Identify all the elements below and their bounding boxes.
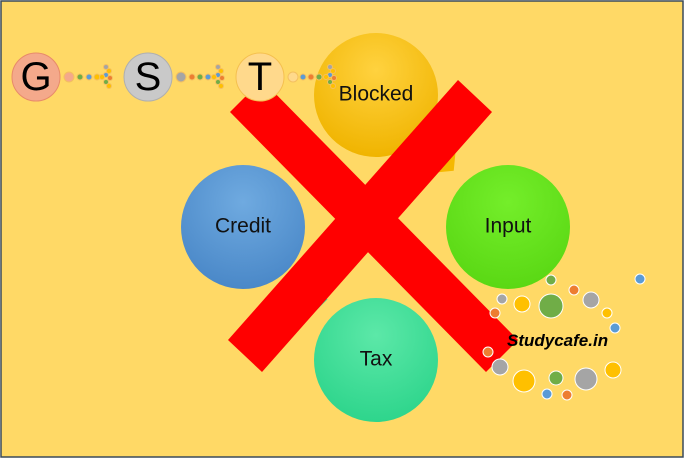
title-letter-g: G bbox=[11, 52, 61, 102]
bubble-dot bbox=[76, 73, 84, 81]
bubble-dot bbox=[211, 74, 217, 80]
title-letter-t: T bbox=[235, 52, 285, 102]
bubble-dot bbox=[315, 73, 323, 81]
bubble-dot bbox=[175, 71, 187, 83]
bubble-dot bbox=[107, 75, 113, 81]
node-credit: Credit bbox=[181, 165, 305, 289]
decorative-bubbles bbox=[482, 273, 646, 401]
bubble-dot bbox=[568, 284, 580, 296]
svg-text:Tax: Tax bbox=[360, 348, 393, 371]
bubble-dot bbox=[491, 358, 509, 376]
svg-text:Credit: Credit bbox=[215, 215, 271, 238]
bubble-dot bbox=[582, 291, 600, 309]
svg-text:Blocked: Blocked bbox=[339, 83, 414, 106]
bubble-dot bbox=[541, 388, 553, 400]
node-blocked: Blocked bbox=[314, 33, 438, 157]
bubble-dot bbox=[561, 389, 573, 401]
bubble-dot bbox=[574, 367, 598, 391]
bubble-dot bbox=[327, 79, 333, 85]
bubble-dot bbox=[188, 73, 196, 81]
bubble-dot bbox=[538, 293, 564, 319]
bubble-dot bbox=[331, 75, 337, 81]
bubble-dot bbox=[287, 71, 299, 83]
bubble-dot bbox=[63, 71, 75, 83]
bubble-dot bbox=[218, 83, 224, 89]
bubble-dot bbox=[496, 293, 508, 305]
bubble-dot bbox=[218, 68, 224, 74]
bubble-dot bbox=[196, 73, 204, 81]
bubble-dot bbox=[106, 83, 112, 89]
title-letter-s: S bbox=[123, 52, 173, 102]
bubble-dot bbox=[548, 370, 564, 386]
bubble-dot bbox=[219, 75, 225, 81]
bubble-dot bbox=[330, 68, 336, 74]
bubble-dot bbox=[601, 307, 613, 319]
bubble-dot bbox=[103, 79, 109, 85]
svg-text:T: T bbox=[248, 55, 272, 99]
bubble-dot bbox=[99, 74, 105, 80]
bubble-dot bbox=[634, 273, 646, 285]
svg-text:Input: Input bbox=[485, 215, 532, 238]
node-tax: Tax bbox=[314, 298, 438, 422]
bubble-dot bbox=[489, 307, 501, 319]
watermark: Studycafe.in bbox=[507, 331, 608, 350]
bubble-dot bbox=[545, 274, 557, 286]
bubble-dot bbox=[512, 369, 536, 393]
cross-out-mark bbox=[228, 80, 518, 372]
bubble-dot bbox=[85, 73, 93, 81]
bubble-dot bbox=[103, 64, 109, 70]
bubble-dot bbox=[204, 73, 212, 81]
bubble-dot bbox=[215, 79, 221, 85]
bubble-dot bbox=[330, 83, 336, 89]
dotted-connectors bbox=[63, 64, 337, 89]
node-input: Input bbox=[446, 165, 570, 289]
svg-text:S: S bbox=[135, 55, 162, 99]
bubble-dot bbox=[609, 322, 621, 334]
bubble-dot bbox=[604, 361, 622, 379]
bubble-dot bbox=[323, 74, 329, 80]
bubble-dot bbox=[299, 73, 307, 81]
bubble-dot bbox=[106, 68, 112, 74]
svg-text:G: G bbox=[20, 55, 51, 99]
bubble-dot bbox=[327, 64, 333, 70]
bubble-dot bbox=[215, 64, 221, 70]
bubble-dot bbox=[307, 73, 315, 81]
bubble-dot bbox=[513, 295, 531, 313]
bubble-dot bbox=[482, 346, 494, 358]
